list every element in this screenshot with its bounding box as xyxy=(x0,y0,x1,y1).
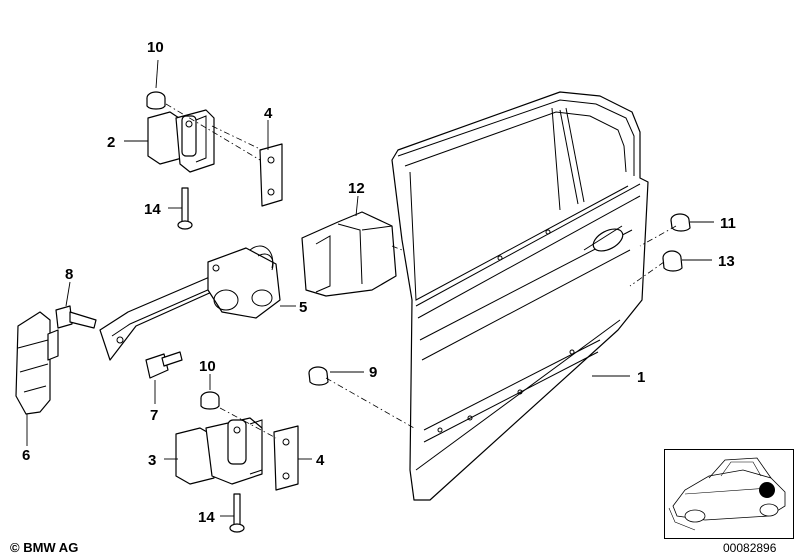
callout-4-upper[interactable]: 4 xyxy=(264,105,273,122)
grommet-11[interactable] xyxy=(670,213,691,232)
callout-1[interactable]: 1 xyxy=(637,369,645,386)
callout-8[interactable]: 8 xyxy=(65,266,73,283)
callout-13[interactable]: 13 xyxy=(718,253,735,270)
door-check-strap[interactable] xyxy=(99,245,281,361)
callout-14-lower[interactable]: 14 xyxy=(198,509,215,526)
vehicle-location-inset xyxy=(664,449,794,539)
hinge-plate-lower[interactable] xyxy=(273,425,299,491)
callout-6[interactable]: 6 xyxy=(22,447,30,464)
callout-14-upper[interactable]: 14 xyxy=(144,201,161,218)
upper-door-hinge[interactable] xyxy=(147,109,215,173)
align-line-upper xyxy=(165,103,261,161)
callout-9[interactable]: 9 xyxy=(369,364,377,381)
door-bracket[interactable] xyxy=(15,311,59,415)
callout-10-upper[interactable]: 10 xyxy=(147,39,164,56)
lower-door-hinge[interactable] xyxy=(175,417,263,485)
bolt-8[interactable] xyxy=(55,305,97,329)
callout-10-lower[interactable]: 10 xyxy=(199,358,216,375)
align-line-upper-2 xyxy=(211,125,263,151)
callout-3[interactable]: 3 xyxy=(148,452,156,469)
bolt-14-upper[interactable] xyxy=(177,187,193,230)
grommet-9[interactable] xyxy=(308,366,329,386)
copyright-text: © BMW AG xyxy=(10,540,79,555)
align-line-lower xyxy=(219,407,277,439)
callout-11[interactable]: 11 xyxy=(720,215,736,232)
document-number: 00082896 xyxy=(723,541,777,555)
grommet-13[interactable] xyxy=(662,250,683,272)
align-line-grommet-9 xyxy=(325,377,415,429)
bolt-7[interactable] xyxy=(145,351,183,379)
leader-lines xyxy=(26,59,714,517)
nut-10-upper[interactable] xyxy=(146,91,166,110)
callout-5[interactable]: 5 xyxy=(299,299,307,316)
callout-4-lower[interactable]: 4 xyxy=(316,452,325,469)
car-location-icon xyxy=(668,457,786,531)
callout-2[interactable]: 2 xyxy=(107,134,115,151)
align-line-bracket-12 xyxy=(391,245,403,251)
callout-12[interactable]: 12 xyxy=(348,180,365,197)
callout-7[interactable]: 7 xyxy=(150,407,158,424)
hinge-plate-upper[interactable] xyxy=(259,143,283,207)
check-strap-bracket[interactable] xyxy=(301,211,397,297)
nut-10-lower[interactable] xyxy=(200,391,220,410)
rear-door-shell[interactable] xyxy=(391,91,649,501)
bolt-14-lower[interactable] xyxy=(229,493,245,533)
